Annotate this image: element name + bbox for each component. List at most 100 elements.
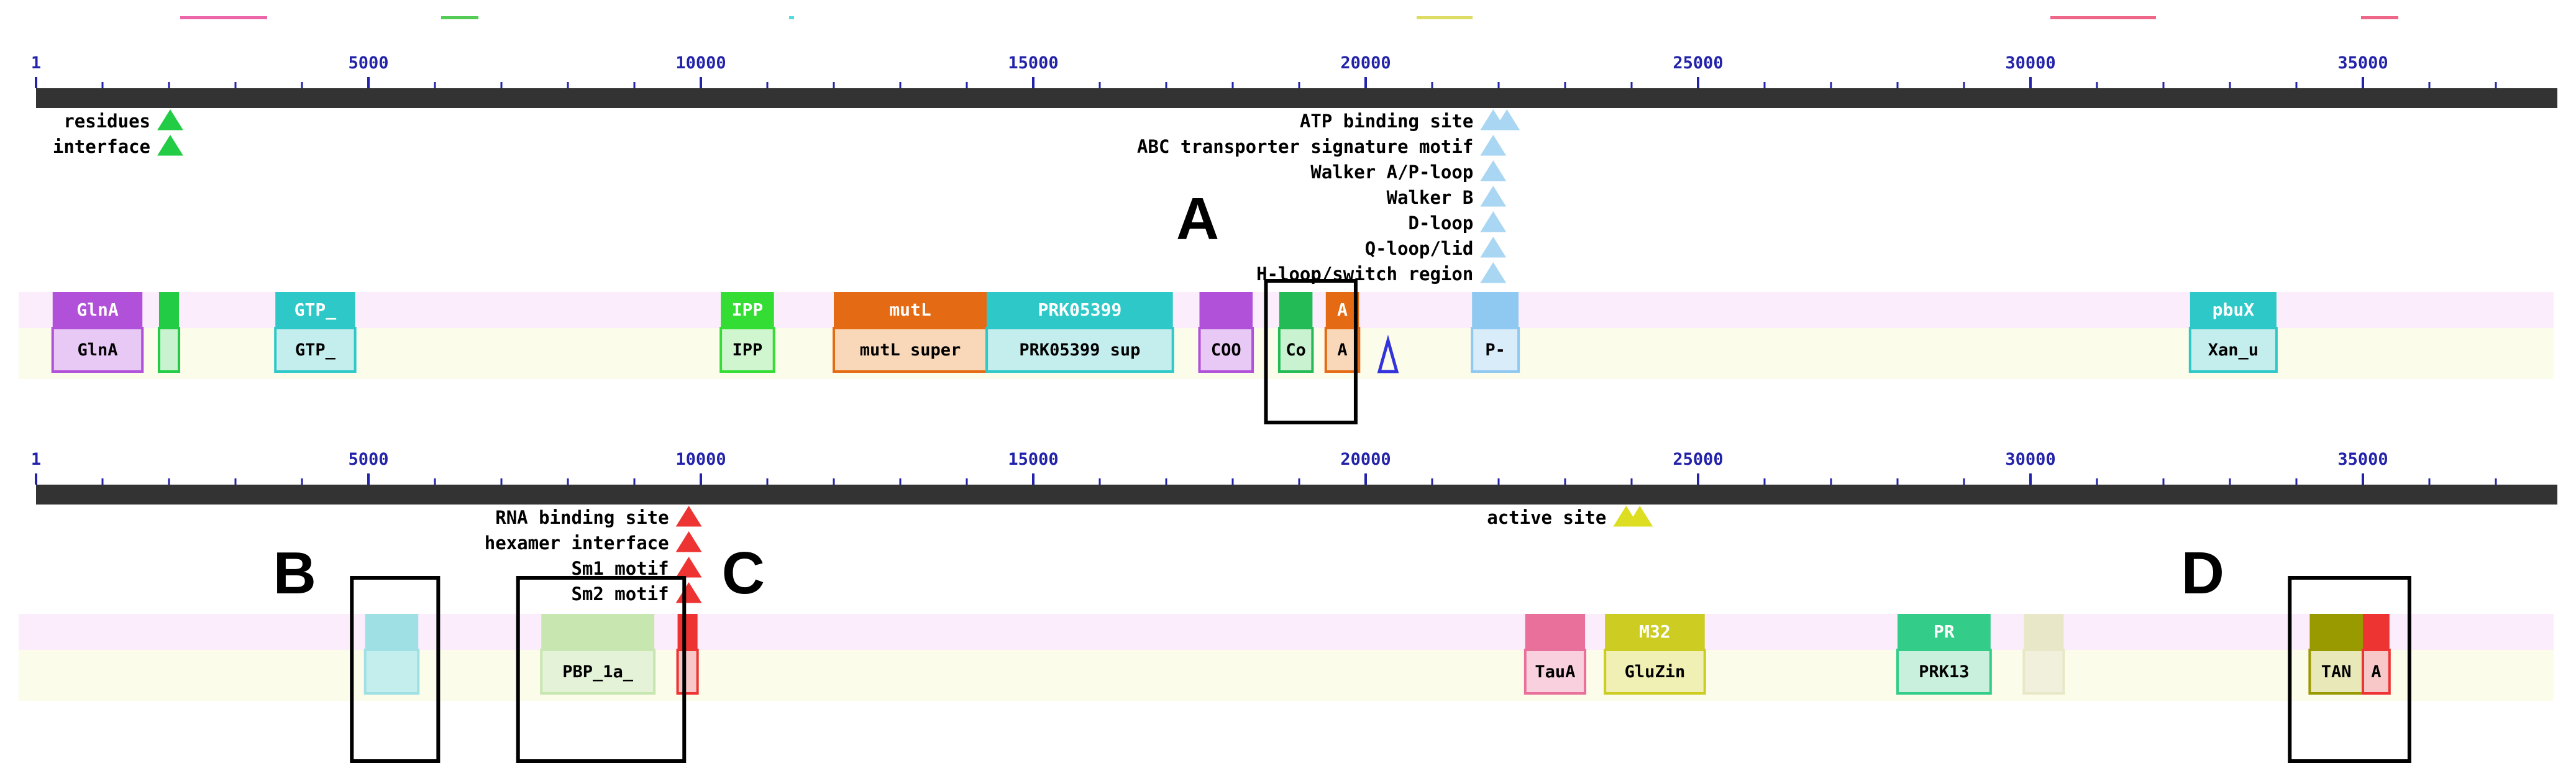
domain-top — [2190, 292, 2277, 328]
triangle-marker-icon — [1377, 334, 1399, 373]
domain-bottom-label: TauA — [1535, 662, 1575, 682]
domain-top-label: pbuX — [2213, 299, 2255, 320]
domain-bottom-label: COO — [1211, 340, 1241, 360]
domain-top — [1472, 292, 1519, 328]
site-triangle-icon — [1480, 186, 1507, 207]
site-triangle-icon — [1480, 135, 1507, 156]
domain-block: GlnA GlnA — [51, 292, 144, 373]
domain-top — [52, 292, 143, 328]
domain-top — [1525, 614, 1586, 650]
lane-yellow — [19, 650, 2554, 701]
domain-block: COO — [1198, 292, 1254, 373]
ruler-tick-label: 20000 — [1340, 53, 1391, 73]
domain-top-label: M32 — [1639, 621, 1671, 642]
domain-top — [987, 292, 1173, 328]
domain-block: mutL mutL super — [833, 292, 989, 373]
ruler-ticks — [35, 473, 2497, 485]
annotation-letter: C — [722, 540, 765, 606]
site-triangle-icon — [1494, 109, 1520, 130]
ruler-tick-label: 10000 — [675, 450, 726, 469]
domain-bottom — [1198, 327, 1254, 373]
domain-bottom — [1471, 327, 1520, 373]
domain-bottom — [2188, 327, 2278, 373]
ruler-tick-label: 15000 — [1008, 450, 1058, 469]
domain-top — [1898, 614, 1991, 650]
site-label: ATP binding site — [1300, 111, 1473, 132]
domain-bottom-label: mutL super — [860, 340, 961, 360]
site-label: hexamer interface — [485, 532, 669, 554]
top-edge-strips — [180, 16, 2398, 19]
site-triangle-icon — [675, 531, 702, 552]
domain-bottom — [274, 327, 357, 373]
domain-bottom — [1896, 649, 1992, 695]
domain-top — [2309, 614, 2363, 650]
annotation-letter: A — [1176, 186, 1219, 252]
domain-bottom-label: A — [2371, 662, 2381, 682]
domain-bottom — [540, 649, 656, 695]
domain-block: TauA — [1523, 614, 1587, 695]
domain-top-label: GlnA — [76, 299, 119, 320]
domain-bottom — [1324, 327, 1361, 373]
domain-bottom-label: PRK05399 sup — [1019, 340, 1140, 360]
annotation-rect — [516, 576, 687, 763]
domain-top — [365, 614, 419, 650]
domain-bottom — [363, 649, 420, 695]
annotation-letter: B — [273, 540, 316, 606]
domain-top — [2363, 614, 2390, 650]
domain-top-label: mutL — [889, 299, 931, 320]
domain-bottom — [719, 327, 775, 373]
site-triangle-icon — [1480, 262, 1507, 283]
domain-bottom-label: GTP_ — [295, 340, 336, 360]
site-label: RNA binding site — [495, 507, 669, 528]
domain-block: PBP_1a_ — [540, 614, 656, 695]
annotation-rect — [350, 576, 441, 763]
ruler-tick-label: 30000 — [2005, 450, 2055, 469]
domain-top-label: GTP_ — [295, 299, 337, 320]
ruler-tick-label: 35000 — [2337, 450, 2388, 469]
domain-bottom — [2362, 649, 2391, 695]
annotation-boxes: B C D — [273, 540, 2411, 763]
domain-block: AA — [1324, 292, 1361, 373]
domain-top — [834, 292, 987, 328]
domain-bottom-label: PBP_1a_ — [562, 662, 634, 682]
ruler-start-label: 1 — [31, 450, 41, 469]
ruler-start-label: 1 — [31, 53, 41, 73]
site-triangle-icon — [1480, 237, 1507, 258]
domain-bottom-label: GlnA — [77, 340, 117, 360]
site-triangle-icon — [1480, 211, 1507, 232]
ruler-tick-label: 20000 — [1340, 450, 1391, 469]
annotation-letter: D — [2181, 540, 2224, 606]
domain-top — [1605, 614, 1705, 650]
site-triangle-icon — [157, 109, 183, 130]
annotation-box-a: A — [1176, 186, 1358, 424]
domain-block — [157, 292, 181, 373]
site-label: Sm2 motif — [571, 583, 669, 605]
domain-top — [275, 292, 355, 328]
ruler-tick-label: 5000 — [348, 53, 388, 73]
site-label: residues — [63, 111, 150, 132]
domain-bottom — [51, 327, 144, 373]
site-triangle-icon — [1627, 506, 1653, 527]
annotation-rect — [1264, 279, 1358, 424]
site-label: Walker A/P-loop — [1310, 162, 1473, 183]
ruler-tick-label: 30000 — [2005, 53, 2055, 73]
domain-top-label: IPP — [732, 299, 764, 320]
domain-block: P- — [1471, 292, 1520, 373]
domain-bottom — [1523, 649, 1587, 695]
domain-top-label: PRK05399 — [1038, 299, 1121, 320]
site-label: Walker B — [1387, 187, 1474, 208]
domain-block: TAN — [2308, 614, 2364, 695]
domain-top — [541, 614, 655, 650]
